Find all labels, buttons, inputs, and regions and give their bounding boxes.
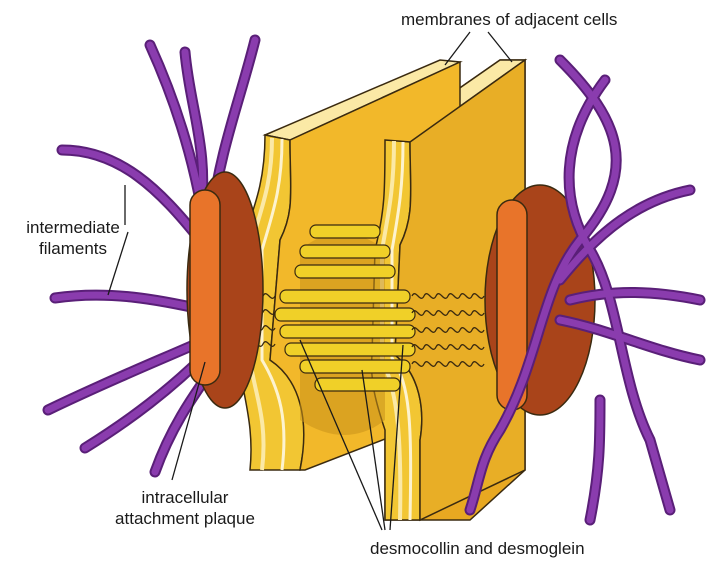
plaque-label-line2: attachment plaque bbox=[110, 508, 260, 529]
membranes-label: membranes of adjacent cells bbox=[401, 9, 617, 30]
plaque-label-line1: intracellular bbox=[110, 487, 260, 508]
intermediate-filaments-label: intermediate filaments bbox=[8, 217, 138, 259]
left-attachment-plaque bbox=[187, 172, 263, 408]
desmocollin-desmoglein-label: desmocollin and desmoglein bbox=[370, 538, 585, 559]
intermediate-label-line2: filaments bbox=[8, 238, 138, 259]
attachment-plaque-label: intracellular attachment plaque bbox=[110, 487, 260, 529]
intermediate-label-line1: intermediate bbox=[8, 217, 138, 238]
